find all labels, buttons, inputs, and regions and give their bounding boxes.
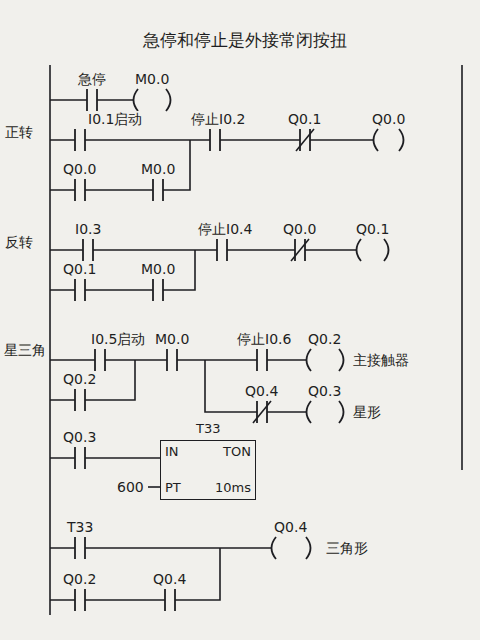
- contact-nc: [296, 129, 314, 151]
- note-label: 600: [116, 479, 145, 495]
- address-label: M0.0: [134, 71, 170, 87]
- address-label: Q0.4: [273, 519, 308, 535]
- address-label: Q0.4: [244, 383, 279, 399]
- address-label: Q0.1: [287, 111, 322, 127]
- note-label: 停止I0.6: [236, 331, 292, 347]
- note-label: 三角形: [325, 540, 369, 556]
- diagram-title: 急停和停止是外接常闭按扭: [143, 30, 347, 50]
- address-label: M0.0: [140, 261, 176, 277]
- address-label: Q0.2: [62, 571, 97, 587]
- contact-no: [257, 349, 267, 371]
- contact-nc: [291, 239, 309, 261]
- contact-no: [75, 447, 85, 469]
- right-power-rail: [461, 65, 463, 470]
- address-label: Q0.0: [371, 111, 406, 127]
- coil: [339, 401, 344, 423]
- address-label: I0.5启动: [90, 331, 146, 347]
- note-label: 正转: [4, 124, 34, 140]
- timer-block: T33IN TON PT 10ms: [160, 418, 256, 500]
- address-label: Q0.0: [62, 161, 97, 177]
- address-label: Q0.3: [62, 429, 97, 445]
- address-label: Q0.4: [152, 571, 187, 587]
- coil: [307, 401, 312, 423]
- coil: [306, 537, 311, 559]
- coil: [374, 129, 379, 151]
- contact-no: [87, 89, 97, 111]
- address-label: Q0.1: [62, 261, 97, 277]
- address-label: T33: [66, 519, 94, 535]
- note-label: 急停: [77, 71, 107, 87]
- coil: [357, 239, 362, 261]
- coil: [384, 239, 389, 261]
- note-label: 星形: [352, 404, 382, 420]
- address-label: Q0.3: [307, 383, 342, 399]
- address-label: Q0.0: [282, 221, 317, 237]
- wire: [50, 65, 462, 615]
- contact-no: [75, 389, 85, 411]
- contact-no: [153, 279, 163, 301]
- timer-name: T33: [196, 421, 220, 436]
- coil: [307, 349, 312, 371]
- coil: [272, 537, 277, 559]
- address-label: Q0.2: [62, 371, 97, 387]
- timer-pin: PT: [165, 480, 181, 495]
- note-label: 停止I0.2: [190, 111, 246, 127]
- address-label: M0.0: [140, 161, 176, 177]
- timer-pin: 10ms: [215, 480, 251, 495]
- address-label: Q0.1: [355, 221, 390, 237]
- contact-no: [210, 129, 220, 151]
- left-power-rail: [49, 65, 51, 615]
- address-label: M0.0: [154, 331, 190, 347]
- coil: [134, 89, 139, 111]
- address-label: I0.1启动: [87, 111, 143, 127]
- coil: [166, 89, 171, 111]
- contact-no: [75, 537, 85, 559]
- contact-symbols: [75, 89, 314, 611]
- note-label: 主接触器: [352, 352, 410, 368]
- contact-no: [165, 589, 175, 611]
- note-label: 星三角: [3, 342, 47, 358]
- address-label: Q0.2: [307, 331, 342, 347]
- contact-no: [75, 129, 85, 151]
- coil: [339, 349, 344, 371]
- contact-no: [167, 349, 177, 371]
- coil-symbols: [134, 89, 404, 559]
- contact-no: [75, 279, 85, 301]
- contact-no: [75, 589, 85, 611]
- contact-no: [153, 179, 163, 201]
- coil: [399, 129, 404, 151]
- note-label: 停止I0.4: [197, 221, 253, 237]
- contact-no: [83, 239, 93, 261]
- note-label: 反转: [4, 234, 34, 250]
- address-label: I0.3: [74, 221, 102, 237]
- timer-pin: TON: [223, 444, 251, 459]
- contact-no: [95, 349, 105, 371]
- contact-no: [217, 239, 227, 261]
- timer-pin: IN: [165, 444, 179, 459]
- contact-nc: [253, 401, 271, 423]
- contact-no: [75, 179, 85, 201]
